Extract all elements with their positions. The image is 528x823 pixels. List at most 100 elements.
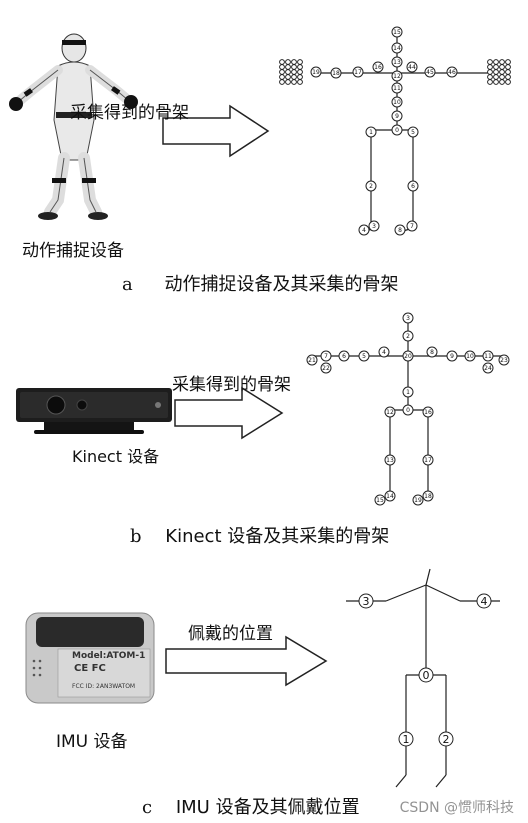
device-label-imu: IMU 设备 bbox=[56, 732, 128, 752]
caption-c: c IMU 设备及其佩戴位置 bbox=[142, 793, 360, 819]
caption-text-a: 动作捕捉设备及其采集的骨架 bbox=[164, 274, 399, 295]
device-label-mocap: 动作捕捉设备 bbox=[22, 241, 124, 261]
hand-left-joint bbox=[291, 59, 297, 65]
skeleton-b-joint-label: 6 bbox=[342, 353, 346, 360]
skeleton-b-joint bbox=[320, 350, 332, 362]
skeleton-b-joint-label: 7 bbox=[324, 353, 328, 360]
hand-left-joint bbox=[279, 74, 285, 80]
skeleton-a-joint bbox=[391, 42, 403, 54]
skeleton-a-joint bbox=[394, 224, 406, 236]
skeleton-b-joint bbox=[426, 346, 438, 358]
skeleton-b-joint-label: 10 bbox=[466, 353, 474, 360]
hand-right-joint bbox=[505, 59, 511, 65]
hand-left-joint bbox=[291, 74, 297, 80]
hand-left-joint bbox=[291, 79, 297, 85]
skeleton-b-joint bbox=[422, 454, 434, 466]
hand-left-joint bbox=[297, 59, 303, 65]
hand-right-joint bbox=[499, 64, 505, 70]
imu-sensor bbox=[358, 593, 374, 609]
imu-sensor bbox=[398, 731, 414, 747]
skeleton-a-joint-label: 15 bbox=[393, 29, 401, 36]
skeleton-a-joint bbox=[372, 61, 384, 73]
imu-sensor-label: 1 bbox=[403, 733, 410, 746]
skeleton-b-joint-label: 12 bbox=[386, 409, 394, 416]
hand-left-joint bbox=[285, 64, 291, 70]
skeleton-b-joint bbox=[446, 350, 458, 362]
hand-left-joint bbox=[285, 74, 291, 80]
hand-left-joint bbox=[285, 59, 291, 65]
skeleton-b-joint-label: 14 bbox=[386, 493, 394, 500]
kinect-device-image bbox=[16, 388, 172, 434]
skeleton-b-joint-label: 16 bbox=[424, 409, 432, 416]
skeleton-a-joint bbox=[391, 70, 403, 82]
skeleton-b-joint bbox=[412, 494, 424, 506]
skeleton-a-joint-label: 16 bbox=[374, 64, 382, 71]
skeleton-b-joint bbox=[338, 350, 350, 362]
skeleton-b-joint-label: 15 bbox=[376, 497, 384, 504]
skeleton-a-joint-label: 4 bbox=[362, 227, 366, 234]
hand-left-joint bbox=[279, 79, 285, 85]
hand-right-joint bbox=[493, 64, 499, 70]
hand-left-joint bbox=[285, 79, 291, 85]
hand-left-joint bbox=[297, 74, 303, 80]
hand-left-joint bbox=[279, 64, 285, 70]
skeleton-a-joint-label: 9 bbox=[395, 113, 399, 120]
hand-right-joint bbox=[493, 59, 499, 65]
skeleton-a-joint-label: 5 bbox=[411, 129, 415, 136]
skeleton-b-joint-label: 19 bbox=[414, 497, 422, 504]
skeleton-a-joint bbox=[365, 126, 377, 138]
imu-fcc-id: FCC ID: 2AN3WATOM bbox=[72, 683, 136, 690]
arrow-right bbox=[174, 386, 284, 440]
skeleton-b-joint-label: 24 bbox=[484, 365, 492, 372]
hand-right-joint bbox=[493, 74, 499, 80]
hand-right-joint bbox=[487, 64, 493, 70]
hand-right-joint bbox=[505, 64, 511, 70]
hand-left-joint bbox=[297, 69, 303, 75]
skeleton-a-joint bbox=[446, 66, 458, 78]
imu-sensor-label: 2 bbox=[443, 733, 450, 746]
hand-right-joint bbox=[499, 79, 505, 85]
skeleton-a-joint-label: 19 bbox=[312, 69, 320, 76]
skeleton-b-joint bbox=[384, 490, 396, 502]
caption-text-c: IMU 设备及其佩戴位置 bbox=[175, 797, 360, 818]
hand-left-joint bbox=[279, 69, 285, 75]
hand-left-joints bbox=[279, 59, 303, 85]
hand-right-joint bbox=[505, 74, 511, 80]
skeleton-b-joint-label: 8 bbox=[430, 349, 434, 356]
skeleton-b-joint-label: 20 bbox=[404, 353, 412, 360]
imu-sensor bbox=[418, 667, 434, 683]
skeleton-a-joint bbox=[391, 124, 403, 136]
skeleton-b-joint-label: 4 bbox=[382, 349, 386, 356]
skeleton-a-joint-label: 8 bbox=[398, 227, 402, 234]
skeleton-b-joint bbox=[422, 490, 434, 502]
hand-left-joint bbox=[291, 69, 297, 75]
skeleton-b-joint bbox=[384, 454, 396, 466]
skeleton-a-joint-label: 6 bbox=[411, 183, 415, 190]
hand-right-joint bbox=[493, 69, 499, 75]
skeleton-a-joint-label: 46 bbox=[448, 69, 456, 76]
hand-left-joint bbox=[285, 69, 291, 75]
hand-right-joint bbox=[487, 74, 493, 80]
skeleton-b-joint bbox=[306, 354, 318, 366]
skeleton-b-joint bbox=[402, 312, 414, 324]
caption-b: b Kinect 设备及其采集的骨架 bbox=[130, 522, 389, 548]
skeleton-b-joint-label: 23 bbox=[500, 357, 508, 364]
skeleton-a-joint-label: 0 bbox=[395, 127, 399, 134]
skeleton-b-joint bbox=[374, 494, 386, 506]
hand-right-joint bbox=[499, 74, 505, 80]
skeleton-b-joint-label: 13 bbox=[386, 457, 394, 464]
skeleton-b-joint-label: 1 bbox=[406, 389, 410, 396]
skeleton-b-joint-label: 9 bbox=[450, 353, 454, 360]
skeleton-a-joint bbox=[391, 26, 403, 38]
skeleton-b-joint-label: 17 bbox=[424, 457, 432, 464]
skeleton-a-joint bbox=[424, 66, 436, 78]
skeleton-b-joint bbox=[422, 406, 434, 418]
caption-letter-c: c bbox=[142, 797, 153, 818]
skeleton-b-joint bbox=[482, 350, 494, 362]
caption-text-b: Kinect 设备及其采集的骨架 bbox=[165, 526, 390, 547]
